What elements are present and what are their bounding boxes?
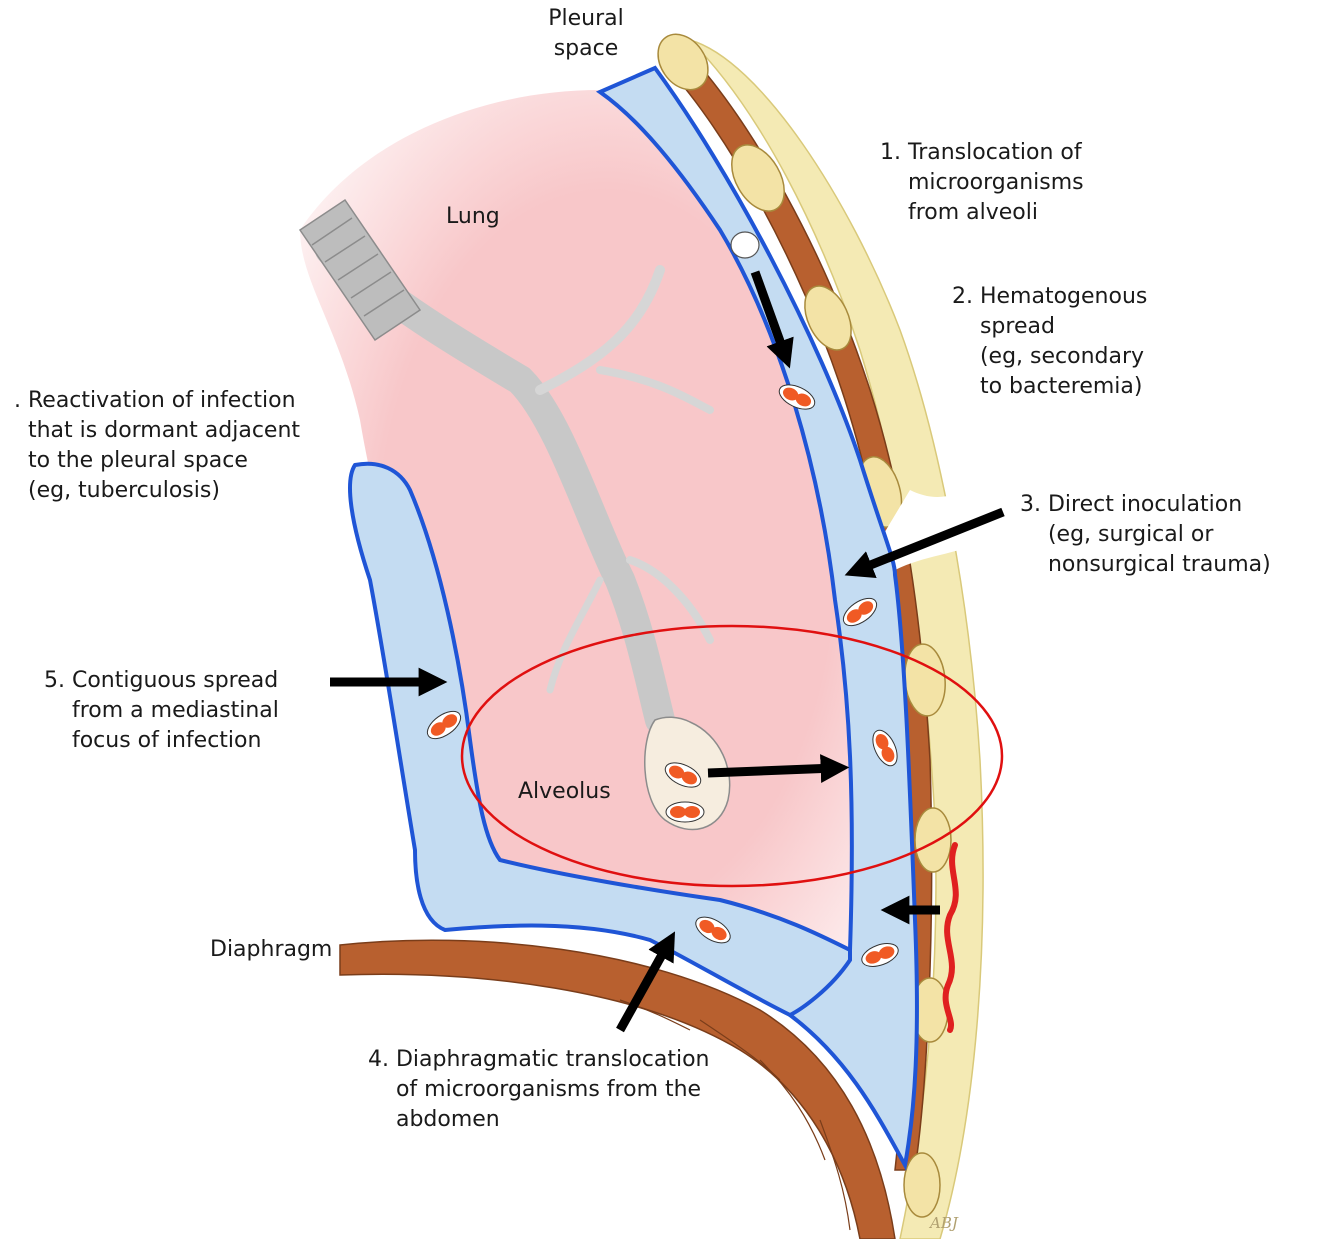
pleural-space-label: Pleural space — [540, 4, 632, 64]
diaphragm-label: Diaphragm — [210, 935, 332, 965]
artist-signature: ABJ — [928, 1214, 959, 1232]
lung-label: Lung — [446, 202, 500, 232]
route-3-label: 3. Direct inoculation (eg, surgical or n… — [1020, 490, 1271, 580]
route-6-label: . Reactivation of infection that is dorm… — [14, 386, 300, 506]
route-5-label: 5. Contiguous spread from a mediastinal … — [44, 666, 279, 756]
alveolus-label: Alveolus — [518, 777, 611, 807]
white-cell — [731, 232, 759, 258]
route-4-label: 4. Diaphragmatic translocation of microo… — [368, 1045, 710, 1135]
arrow-route-1-alveolus — [708, 768, 835, 773]
route-1-label: 1. Translocation of microorganisms from … — [880, 138, 1084, 228]
route-2-label: 2. Hematogenous spread (eg, secondary to… — [952, 282, 1147, 402]
